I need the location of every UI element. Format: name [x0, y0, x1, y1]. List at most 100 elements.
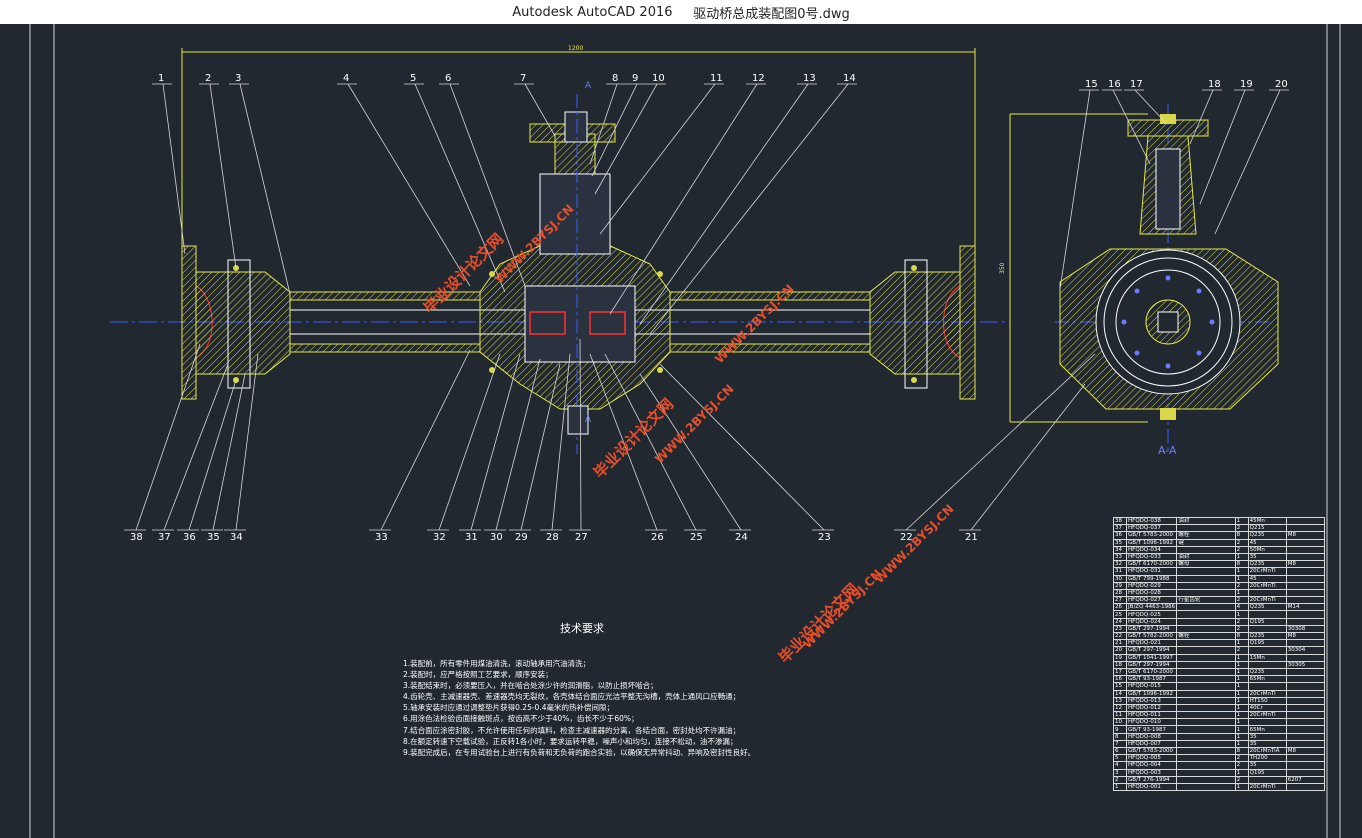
bom-cell: GB/T 297-1994 [1126, 646, 1178, 655]
bom-cell [1285, 596, 1326, 605]
bom-cell: 2 [1234, 624, 1249, 634]
bom-cell: Q235 [1247, 631, 1287, 641]
bom-cell [1247, 610, 1287, 619]
watermark-url-5: WWW.2BYSJ.CN [872, 502, 956, 586]
bom-cell: 1 [1234, 552, 1249, 562]
balloon-label: 11 [710, 73, 723, 84]
bom-cell [1176, 689, 1236, 698]
bom-cell: 1 [1234, 732, 1249, 741]
bom-cell: 4 [1112, 761, 1128, 770]
balloon-label: 6 [445, 73, 451, 84]
bom-cell [1176, 603, 1236, 612]
balloon-label: 7 [520, 73, 526, 84]
app-title: Autodesk AutoCAD 2016 [512, 4, 673, 20]
balloon-label: 10 [652, 73, 665, 84]
bom-cell: 35 [1247, 761, 1287, 770]
bom-cell: HFQDQ-004 [1126, 761, 1178, 770]
bom-cell [1176, 782, 1236, 792]
bom-cell: Q235 [1247, 531, 1287, 540]
bom-cell: 34 [1112, 545, 1128, 554]
balloon-label: 22 [900, 532, 913, 543]
bom-cell [1176, 567, 1236, 576]
section-marker-top: A [585, 81, 592, 91]
overall-dimension [181, 48, 976, 246]
bom-cell: GB/T 1096-1992 [1126, 689, 1178, 698]
balloon-label: 15 [1085, 79, 1098, 90]
bom-cell: 13 [1112, 696, 1128, 705]
balloon-label: 1 [158, 73, 164, 84]
drawing-canvas[interactable]: 1200 [0, 24, 1362, 838]
bom-cell: 16 [1112, 675, 1128, 684]
bom-cell [1176, 524, 1236, 533]
bom-cell [1285, 725, 1326, 734]
bom-cell: 29 [1112, 581, 1128, 590]
balloon-label: 18 [1208, 79, 1221, 90]
bom-cell: M8 [1285, 560, 1326, 569]
bom-cell [1176, 574, 1236, 583]
bom-cell: 45 [1247, 538, 1287, 547]
bom-cell: 19 [1112, 653, 1128, 662]
bom-cell: HFQDQ-011 [1126, 711, 1178, 720]
bom-cell: 15 [1112, 682, 1128, 691]
bom-cell: 45 [1247, 574, 1287, 583]
bom-cell: 1 [1112, 782, 1128, 792]
bom-cell: HFQDQ-027 [1126, 596, 1178, 605]
bom-cell: 30305 [1285, 660, 1326, 669]
bom-cell: 6207 [1285, 775, 1326, 784]
bom-cell [1176, 675, 1236, 684]
file-name: 驱动桥总成装配图0号.dwg [693, 6, 850, 22]
bom-cell: 1 [1234, 696, 1249, 705]
bom-cell [1176, 682, 1236, 691]
bom-cell [1285, 703, 1326, 713]
bom-cell [1247, 660, 1287, 669]
tech-line: 9.装配完成后，在专用试验台上进行有负荷和无负荷的跑合实验，以确保无异常抖动、异… [403, 747, 756, 757]
bom-cell: 25 [1112, 610, 1128, 619]
bom-cell: HFQDQ-005 [1126, 754, 1178, 763]
bom-cell [1285, 696, 1326, 705]
bom-cell: 1 [1234, 768, 1249, 777]
bom-cell [1285, 711, 1326, 720]
balloon-label: 12 [752, 73, 765, 84]
bom-cell: 20CrMnTi [1247, 782, 1287, 792]
bom-cell: 8 [1234, 631, 1249, 641]
bom-cell: 40Cr [1247, 703, 1287, 713]
overall-dimension-text: 1200 [568, 45, 583, 52]
balloon-label: 17 [1130, 79, 1143, 90]
bom-cell [1285, 754, 1326, 763]
tech-line: 3.装配结束时，必须要压入，并在啮合处涂少许的润滑脂，以防止损坏啮合； [403, 681, 658, 691]
balloon-label: 8 [612, 73, 618, 84]
bom-cell: 油封 [1176, 552, 1236, 562]
bom-cell [1176, 754, 1236, 763]
bom-cell: 1 [1234, 682, 1249, 691]
balloon-label: 28 [546, 532, 559, 543]
bom-cell: 1 [1234, 703, 1249, 713]
dimension-side-text: 350 [999, 262, 1006, 274]
bom-cell [1285, 639, 1326, 648]
bom-cell [1176, 711, 1236, 720]
bom-cell [1285, 610, 1326, 619]
bom-cell [1285, 581, 1326, 590]
bom-cell: GB/T 93-1987 [1126, 725, 1178, 734]
bom-cell: 1 [1234, 675, 1249, 684]
bom-cell: 35 [1247, 732, 1287, 741]
bom-cell [1285, 538, 1326, 547]
bom-cell: 2 [1112, 775, 1128, 784]
bom-cell: 22 [1112, 631, 1128, 641]
bom-cell: 2 [1234, 581, 1249, 590]
bom-cell: 20CrMnTi [1247, 581, 1287, 590]
bom-cell: 45Mn [1247, 516, 1287, 526]
section-marker-bottom: A [585, 415, 592, 425]
